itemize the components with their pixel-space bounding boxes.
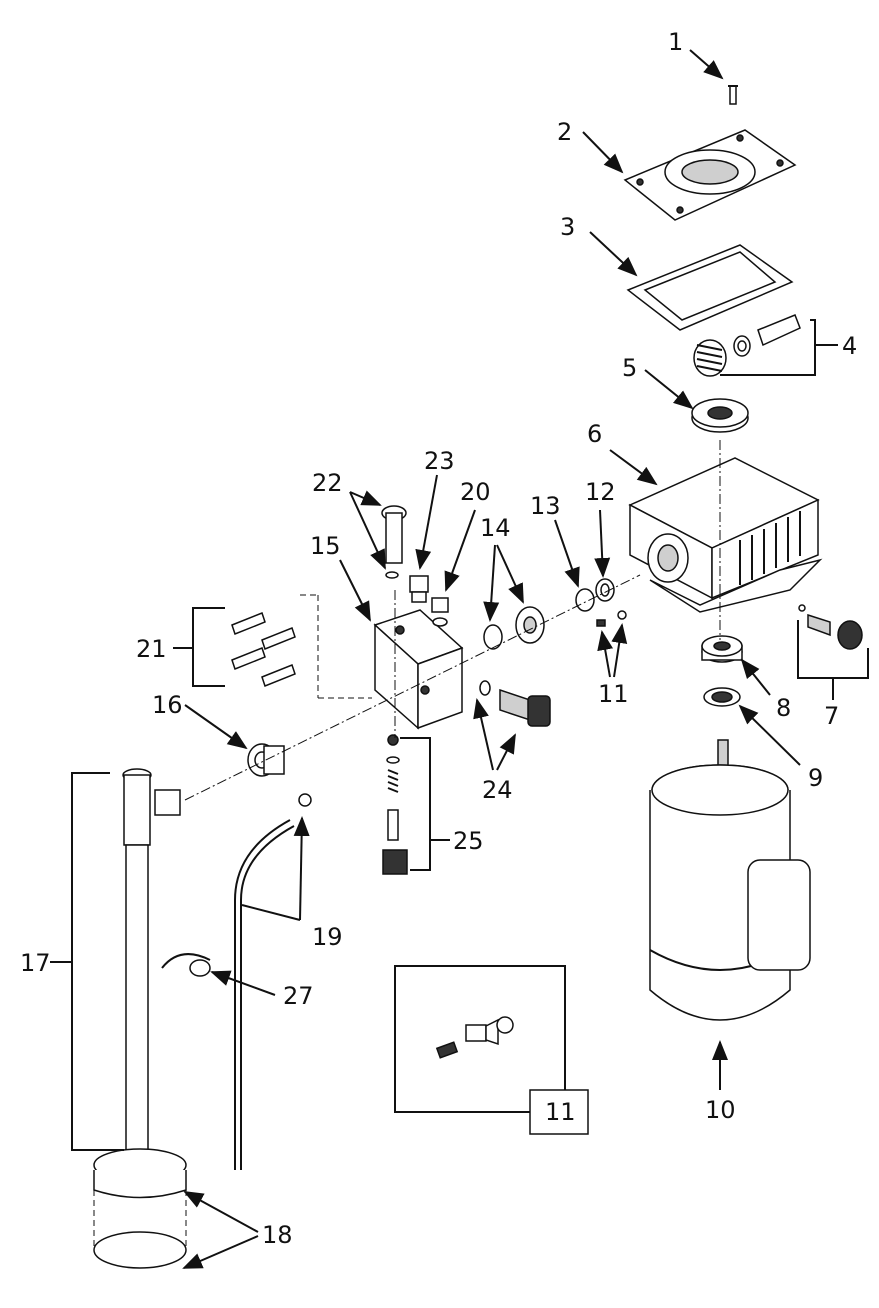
callout-1: 1 xyxy=(668,28,683,56)
part-22-valve xyxy=(381,505,407,579)
part-6-gear-housing xyxy=(628,457,823,613)
part-21-bolts xyxy=(231,612,296,687)
arrow-22a xyxy=(349,490,382,506)
part-25-valve-stack xyxy=(382,734,408,875)
callout-24: 24 xyxy=(482,776,513,804)
callout-21: 21 xyxy=(136,635,167,663)
arrow-27 xyxy=(210,970,276,996)
callout-17: 17 xyxy=(20,949,51,977)
part-9-seal xyxy=(703,687,741,707)
callout-19: 19 xyxy=(312,923,343,951)
part-4-spring-assembly xyxy=(693,314,801,377)
arrow-11b xyxy=(611,623,628,678)
arrow-18b xyxy=(182,1235,259,1269)
part-2-cover-plate xyxy=(623,129,797,221)
arrow-18a xyxy=(183,1191,259,1233)
part-18-strainer xyxy=(93,1170,187,1269)
part-1-screw xyxy=(728,85,738,105)
part-3-gasket xyxy=(626,244,794,331)
arrow-24b xyxy=(496,733,516,771)
callout-9: 9 xyxy=(808,764,823,792)
arrow-24a xyxy=(473,698,494,771)
callout-13: 13 xyxy=(530,492,561,520)
arrow-15 xyxy=(339,559,371,622)
arrow-22b xyxy=(349,491,386,570)
callout-20: 20 xyxy=(460,478,491,506)
callout-5: 5 xyxy=(622,354,637,382)
arrow-6 xyxy=(609,449,658,486)
callout-23: 23 xyxy=(424,447,455,475)
callout-16: 16 xyxy=(152,691,183,719)
inset-detail-11 xyxy=(394,965,589,1135)
arrow-8 xyxy=(740,658,771,696)
callout-2: 2 xyxy=(557,118,572,146)
arrow-23 xyxy=(415,474,438,570)
arrow-2 xyxy=(582,131,624,174)
bracket-4 xyxy=(720,319,816,376)
callout-15: 15 xyxy=(310,532,341,560)
inset-label-box xyxy=(529,1089,589,1135)
bracket-25 xyxy=(400,737,431,871)
centerline-main xyxy=(184,574,641,801)
callout-18: 18 xyxy=(262,1221,293,1249)
part-5-bearing xyxy=(691,398,749,433)
callout-3: 3 xyxy=(560,213,575,241)
bracket-17 xyxy=(71,772,124,1151)
callout-11-inset: 11 xyxy=(545,1098,576,1126)
callout-27: 27 xyxy=(283,982,314,1010)
part-7-pressure-knob xyxy=(798,604,863,650)
arrow-20 xyxy=(444,509,476,592)
arrow-11a xyxy=(597,630,614,678)
bracket-21 xyxy=(192,607,225,687)
callout-22: 22 xyxy=(312,469,343,497)
callout-14: 14 xyxy=(480,514,511,542)
arrow-14b xyxy=(496,544,524,604)
part-27-hose-clip xyxy=(161,953,211,977)
part-24-regulator xyxy=(479,680,551,727)
arrow-1 xyxy=(689,49,724,80)
part-11-check-valve xyxy=(596,610,627,627)
part-8-bushing xyxy=(701,635,743,663)
part-23-fitting xyxy=(409,575,429,603)
arrow-14a xyxy=(483,544,500,622)
part-10-motor xyxy=(649,739,811,1021)
callout-25: 25 xyxy=(453,827,484,855)
callout-8: 8 xyxy=(776,694,791,722)
part-17-suction-tube xyxy=(93,768,187,1182)
part-14-diaphragm xyxy=(483,606,545,650)
callout-4: 4 xyxy=(842,332,857,360)
arrow-19-line xyxy=(241,904,301,921)
part-20-plug xyxy=(431,597,449,627)
callout-11: 11 xyxy=(598,680,629,708)
part-12-seal xyxy=(595,578,615,602)
callout-6: 6 xyxy=(587,420,602,448)
arrow-19 xyxy=(293,816,310,921)
part-13-ring xyxy=(575,588,595,612)
callout-12: 12 xyxy=(585,478,616,506)
arrow-5 xyxy=(644,369,694,410)
arrow-3 xyxy=(589,231,638,277)
part-19-return-hose xyxy=(234,793,312,1170)
arrow-9 xyxy=(738,704,801,766)
callout-10: 10 xyxy=(705,1096,736,1124)
callout-7: 7 xyxy=(824,702,839,730)
part-15-manifold xyxy=(373,609,464,730)
arrow-13 xyxy=(554,519,580,588)
arrow-12 xyxy=(594,509,611,578)
arrow-16 xyxy=(184,704,248,750)
